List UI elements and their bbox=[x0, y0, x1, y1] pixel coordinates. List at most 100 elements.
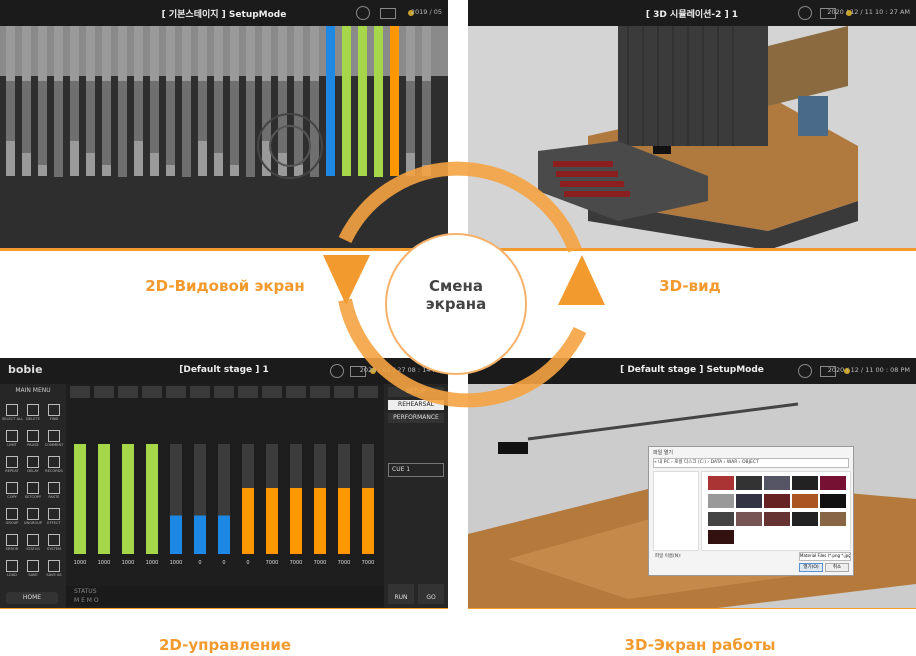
menu-item[interactable]: EFFECT bbox=[44, 506, 64, 532]
menu-item[interactable]: PASTE bbox=[44, 480, 64, 506]
menu-item[interactable]: REPEAT bbox=[2, 454, 22, 480]
folder-tree[interactable] bbox=[653, 471, 699, 551]
menu-item[interactable]: RECORDS bbox=[44, 454, 64, 480]
monitor-icon[interactable] bbox=[380, 8, 396, 19]
menu-label: COMMENT bbox=[44, 443, 64, 447]
file-thumbnail[interactable] bbox=[764, 494, 790, 508]
file-thumbnail[interactable] bbox=[764, 512, 790, 526]
fader-level bbox=[314, 488, 326, 554]
menu-item[interactable]: SETCOPY bbox=[23, 480, 43, 506]
settings-icon[interactable] bbox=[356, 6, 370, 20]
file-thumbnail[interactable] bbox=[792, 512, 818, 526]
title-bar: [ 3D 시뮬레이션-2 ] 1 2020 / 12 / 11 10 : 27 … bbox=[468, 0, 916, 26]
dialog-path[interactable]: « 내 PC › 로컬 디스크 (C:) › DATA › WAR › OBJE… bbox=[653, 458, 849, 468]
caption-3d-work-screen: 3D-Экран работы bbox=[624, 636, 776, 654]
mode-performance[interactable]: PERFORMANCE bbox=[388, 413, 444, 423]
fader-header bbox=[238, 386, 258, 398]
file-thumbnail[interactable] bbox=[708, 476, 734, 490]
menu-item[interactable]: SAVE bbox=[23, 558, 43, 584]
title-bar: [ 기본스테이지 ] SetupMode 2019 / 05 bbox=[0, 0, 448, 26]
menu-item[interactable]: LOAD bbox=[2, 558, 22, 584]
menu-item[interactable]: STATUS bbox=[23, 532, 43, 558]
menu-label: DELETE bbox=[26, 417, 40, 421]
main-menu-title: MAIN MENU bbox=[15, 387, 51, 394]
settings-icon[interactable] bbox=[798, 364, 812, 378]
menu-label: SYSTEM bbox=[46, 547, 62, 551]
fader-level bbox=[390, 81, 399, 141]
menu-item[interactable]: SAVE AS bbox=[44, 558, 64, 584]
fader-level bbox=[38, 81, 47, 165]
mode-setup[interactable]: SETUP bbox=[388, 387, 444, 397]
menu-icon bbox=[48, 482, 60, 494]
file-thumbnail[interactable] bbox=[820, 494, 846, 508]
fader-level bbox=[218, 515, 230, 554]
open-button[interactable]: 열기(O) bbox=[799, 563, 823, 572]
menu-item[interactable]: PAUSE bbox=[23, 428, 43, 454]
status-label: STATUS bbox=[74, 588, 97, 595]
file-thumbnail[interactable] bbox=[708, 494, 734, 508]
cue-item[interactable]: CUE 1 bbox=[388, 463, 444, 477]
file-thumbnail[interactable] bbox=[736, 476, 762, 490]
settings-icon[interactable] bbox=[330, 364, 344, 378]
menu-icon bbox=[48, 456, 60, 468]
menu-label: ERROR bbox=[5, 547, 19, 551]
hoist-fader-grid bbox=[0, 26, 448, 250]
switch-label-line1: Смена bbox=[429, 277, 483, 295]
fader-level bbox=[374, 81, 383, 177]
file-thumbnail[interactable] bbox=[820, 476, 846, 490]
file-thumbnail[interactable] bbox=[792, 476, 818, 490]
fader-value: 7000 bbox=[338, 560, 351, 566]
fader-header bbox=[94, 386, 114, 398]
fader-header bbox=[358, 386, 378, 398]
file-thumbnail[interactable] bbox=[708, 530, 734, 544]
file-thumbnail[interactable] bbox=[764, 476, 790, 490]
file-thumbnail[interactable] bbox=[708, 512, 734, 526]
fader-header bbox=[214, 386, 234, 398]
filetype-select[interactable]: Material Files (*.png *.jpg) bbox=[799, 552, 851, 561]
menu-item[interactable]: DELETE bbox=[23, 402, 43, 428]
file-thumbnail[interactable] bbox=[792, 494, 818, 508]
clock: 2020 / 12 / 11 10 : 27 AM bbox=[827, 8, 910, 16]
fader-header bbox=[166, 386, 186, 398]
menu-item[interactable]: COPY bbox=[2, 480, 22, 506]
fader-level bbox=[122, 444, 134, 554]
menu-item[interactable]: UNGROUP bbox=[23, 506, 43, 532]
fader-level bbox=[102, 81, 111, 165]
mode-panel: SETUP REHEARSAL PERFORMANCE CUE 1 RUN GO bbox=[384, 384, 448, 608]
monitor-icon[interactable] bbox=[820, 8, 836, 19]
status-dot-icon bbox=[408, 10, 414, 16]
menu-icon bbox=[27, 508, 39, 520]
status-dot-icon bbox=[846, 10, 852, 16]
menu-item[interactable]: DELAY bbox=[23, 454, 43, 480]
mode-rehearsal[interactable]: REHEARSAL bbox=[388, 400, 444, 410]
fader-level bbox=[54, 81, 63, 177]
cancel-button[interactable]: 취소 bbox=[825, 563, 849, 572]
memo-label: M E M O bbox=[74, 597, 99, 604]
menu-item[interactable]: SYSTEM bbox=[44, 532, 64, 558]
file-thumbnail[interactable] bbox=[820, 512, 846, 526]
fader-value: 7000 bbox=[362, 560, 375, 566]
fader-header bbox=[118, 386, 138, 398]
go-button[interactable]: GO bbox=[418, 584, 444, 604]
run-button[interactable]: RUN bbox=[388, 584, 414, 604]
menu-icon bbox=[27, 560, 39, 572]
fader-header bbox=[142, 386, 162, 398]
monitor-icon[interactable] bbox=[820, 366, 836, 377]
menu-item[interactable]: FIND bbox=[44, 402, 64, 428]
fader-value: 0 bbox=[222, 560, 225, 566]
menu-item[interactable]: GROUP bbox=[2, 506, 22, 532]
stage-3d-scene[interactable] bbox=[468, 26, 916, 250]
menu-icon bbox=[6, 456, 18, 468]
file-thumbnail[interactable] bbox=[736, 512, 762, 526]
menu-item[interactable]: COMMENT bbox=[44, 428, 64, 454]
settings-icon[interactable] bbox=[798, 6, 812, 20]
file-thumbnail[interactable] bbox=[736, 494, 762, 508]
menu-item[interactable]: SELECT ALL bbox=[2, 402, 23, 428]
menu-item[interactable]: ERROR bbox=[2, 532, 22, 558]
home-button[interactable]: HOME bbox=[6, 592, 58, 604]
clock: 2020 / 12 / 11 00 : 08 PM bbox=[827, 366, 910, 374]
menu-icon bbox=[48, 404, 60, 416]
menu-item[interactable]: LIMIT bbox=[2, 428, 22, 454]
